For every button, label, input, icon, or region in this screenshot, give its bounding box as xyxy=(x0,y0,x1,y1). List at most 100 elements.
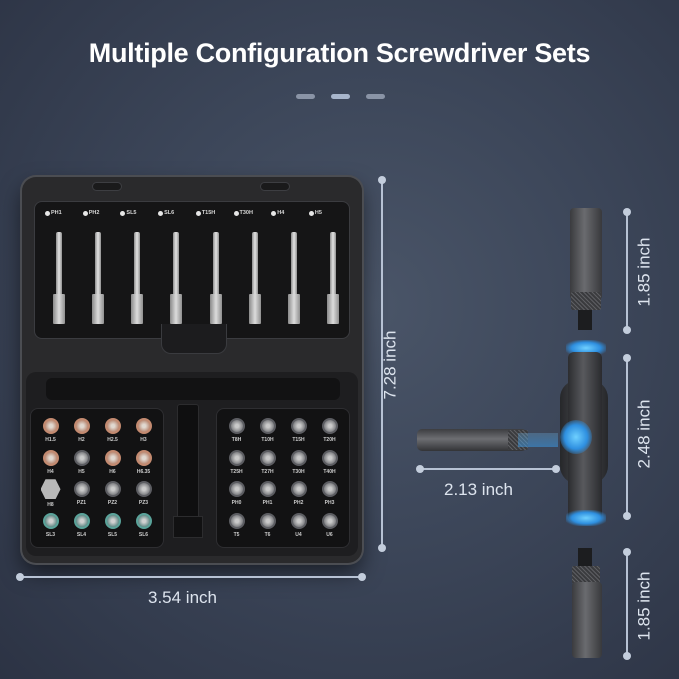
bit-label: H2.5 xyxy=(107,437,118,444)
bit-head-icon xyxy=(104,418,121,435)
bit-head-icon xyxy=(42,512,59,529)
bit-head-icon xyxy=(104,512,121,529)
lid-bit-label: PH2 xyxy=(82,210,117,216)
bit-slot: H1.5 xyxy=(35,415,66,447)
dim-endpoint xyxy=(552,465,560,473)
bit-head-icon xyxy=(40,479,61,500)
bit-label: U4 xyxy=(295,531,302,538)
bit-label: PZ1 xyxy=(76,500,87,507)
bit-slot: H6 xyxy=(97,447,128,479)
bit-head-icon xyxy=(42,449,59,466)
lid-bit-label: H4 xyxy=(271,210,305,216)
bit-slot: T40H xyxy=(314,447,345,479)
carousel-pager[interactable] xyxy=(296,94,385,99)
bit-head-icon xyxy=(259,512,276,529)
torx-icon xyxy=(195,210,201,216)
bit-head-icon xyxy=(135,512,152,529)
lid-bits-row xyxy=(53,232,339,324)
bit-head-icon xyxy=(321,449,338,466)
screwdriver-bit xyxy=(287,232,300,324)
top-ext-label: 1.85 inch xyxy=(634,237,654,307)
pager-dot-active[interactable] xyxy=(331,94,350,99)
bit-label: SL3 xyxy=(45,531,56,538)
bit-label: SL5 xyxy=(107,531,118,538)
bit-label: T40H xyxy=(323,468,336,475)
bottom-extension-bar xyxy=(572,582,602,658)
bit-head-icon xyxy=(290,512,307,529)
bit-slot: SL4 xyxy=(66,510,97,542)
bit-label: PH2 xyxy=(293,500,304,507)
dim-endpoint xyxy=(16,573,24,581)
connection-glow xyxy=(566,510,606,526)
bit-head-icon xyxy=(290,449,307,466)
bit-head-icon xyxy=(290,481,307,498)
bit-slot: U4 xyxy=(283,510,314,542)
t-handle-slot xyxy=(46,378,340,400)
screwdriver-bit xyxy=(209,232,222,324)
handle-line xyxy=(626,358,628,516)
bit-head-icon xyxy=(135,418,152,435)
hex-icon xyxy=(308,210,314,216)
bit-slot: T10H xyxy=(252,415,283,447)
bit-slot: H2.5 xyxy=(97,415,128,447)
bit-label: PZ2 xyxy=(107,500,118,507)
bottom-ext-line xyxy=(626,552,628,656)
bit-slot: T6 xyxy=(252,510,283,542)
bit-slot: T20H xyxy=(314,415,345,447)
screwdriver-bit xyxy=(92,232,105,324)
case-height-label: 7.28 inch xyxy=(380,330,400,400)
dim-endpoint xyxy=(623,548,631,556)
bit-label: T15H xyxy=(292,437,305,444)
lid-bit-label: SL5 xyxy=(120,210,154,216)
lid-bit-label: T30H xyxy=(233,210,268,216)
bit-head-icon xyxy=(321,418,338,435)
dim-endpoint xyxy=(378,544,386,552)
bit-head-icon xyxy=(321,481,338,498)
bit-head-icon xyxy=(73,481,90,498)
bit-label: H4 xyxy=(47,468,54,475)
bit-head-icon xyxy=(42,418,59,435)
side-extension-bar xyxy=(417,429,527,451)
bit-head-icon xyxy=(290,418,307,435)
bit-head-icon xyxy=(228,449,245,466)
bit-label: PH1 xyxy=(262,500,273,507)
slotted-icon xyxy=(120,210,126,216)
bit-slot: T25H xyxy=(221,447,252,479)
top-extension-bar xyxy=(570,208,602,300)
bit-slot: PH0 xyxy=(221,478,252,510)
bit-label: T25H xyxy=(230,468,243,475)
bit-head-icon xyxy=(228,418,245,435)
lid-bit-label: PH1 xyxy=(45,210,79,216)
phillips-icon xyxy=(82,210,88,216)
bit-label: H3 xyxy=(140,437,147,444)
dim-endpoint xyxy=(623,208,631,216)
bit-slot: H6.35 xyxy=(128,447,159,479)
bit-slot: H4 xyxy=(35,447,66,479)
side-socket-glow xyxy=(560,420,592,454)
bit-label: SL4 xyxy=(76,531,87,538)
pager-dot[interactable] xyxy=(366,94,385,99)
dim-endpoint xyxy=(623,652,631,660)
bit-slot: T5 xyxy=(221,510,252,542)
pager-dot[interactable] xyxy=(296,94,315,99)
bit-label: T6 xyxy=(264,531,271,538)
knurl-grip xyxy=(571,292,601,310)
bit-label: T8H xyxy=(231,437,242,444)
bit-label: T27H xyxy=(261,468,274,475)
bit-slot: H8 xyxy=(35,478,66,510)
t-foot-slot xyxy=(173,516,203,538)
side-ext-label: 2.13 inch xyxy=(444,480,513,499)
bit-slot: T27H xyxy=(252,447,283,479)
bit-head-icon xyxy=(73,418,90,435)
bit-label: H6 xyxy=(109,468,116,475)
bit-head-icon xyxy=(135,481,152,498)
bit-tip xyxy=(578,548,592,570)
bit-label: H1.5 xyxy=(45,437,56,444)
bit-head-icon xyxy=(73,512,90,529)
lid-notch xyxy=(92,182,122,191)
lid-bit-label: T15H xyxy=(195,210,230,216)
